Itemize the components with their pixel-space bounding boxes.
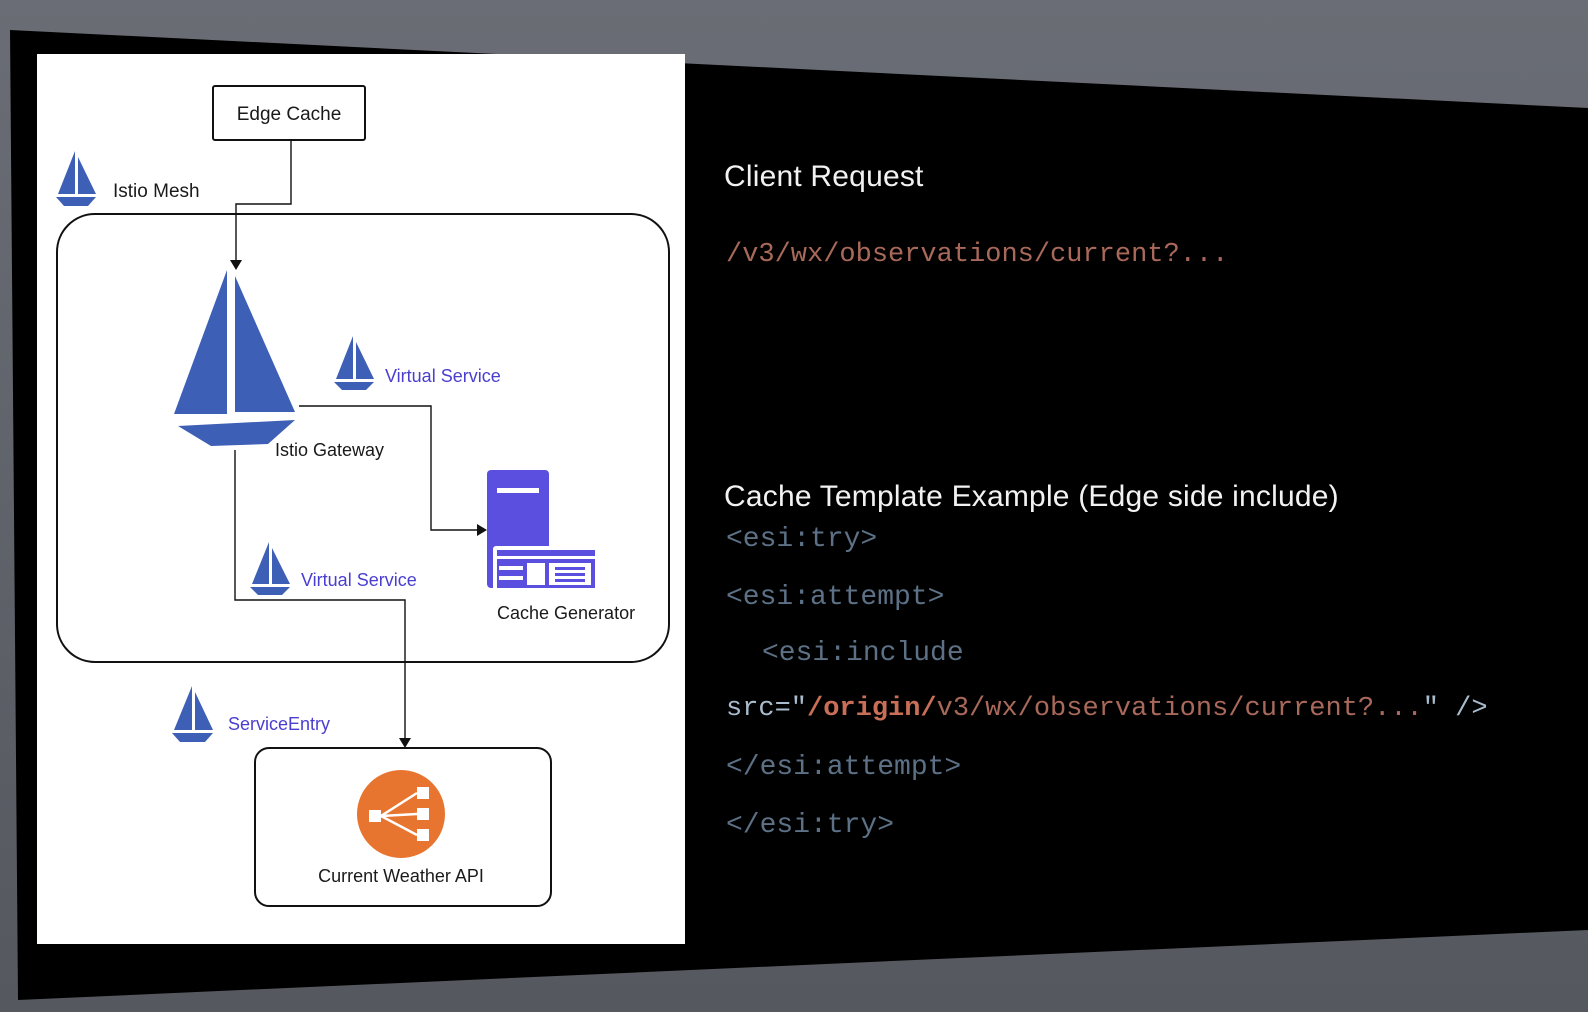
istio-mesh-label: Istio Mesh: [113, 181, 200, 202]
code-line-attempt-close: </esi:attempt>: [726, 752, 962, 783]
cache-generator-label: Cache Generator: [497, 603, 635, 623]
code-line-try-close: </esi:try>: [726, 810, 895, 841]
weather-api-icon: [357, 770, 445, 858]
weather-api-label: Current Weather API: [318, 866, 484, 886]
edge-cache-node: Edge Cache: [212, 85, 366, 141]
istio-mesh-boundary: [56, 213, 670, 663]
istio-mesh-icon: [56, 151, 96, 206]
service-entry-icon: [172, 686, 213, 742]
code-line-include-src: src="/origin/v3/wx/observations/current?…: [726, 694, 1488, 724]
virtual-service-bottom-label: Virtual Service: [301, 570, 417, 590]
code-src-close: " />: [1422, 694, 1488, 724]
gateway-to-weather-connector: [234, 450, 411, 748]
edge-cache-label: Edge Cache: [237, 104, 342, 125]
code-src-attr: src=": [726, 694, 808, 724]
architecture-diagram: Edge Cache Istio Mesh Istio Gateway: [37, 54, 685, 944]
cache-template-heading: Cache Template Example (Edge side includ…: [724, 480, 1339, 513]
code-line-attempt-open: <esi:attempt>: [726, 582, 945, 613]
istio-gateway-icon: [174, 270, 295, 446]
edge-cache-connector: [230, 140, 292, 270]
code-line-include-open: <esi:include: [762, 638, 964, 669]
virtual-service-top-icon: [334, 336, 374, 390]
virtual-service-bottom-icon: [250, 542, 290, 595]
gateway-to-cache-connector: [299, 405, 487, 536]
service-entry-label: ServiceEntry: [228, 714, 330, 734]
istio-gateway-label: Istio Gateway: [275, 440, 384, 460]
code-src-path: v3/wx/observations/current?...: [936, 694, 1423, 724]
virtual-service-top-label: Virtual Service: [385, 366, 501, 386]
client-request-path: /v3/wx/observations/current?...: [726, 240, 1229, 270]
code-src-origin: /origin/: [807, 694, 937, 724]
code-line-try-open: <esi:try>: [726, 524, 878, 555]
client-request-heading: Client Request: [724, 160, 924, 193]
cache-generator-icon: [487, 470, 599, 592]
